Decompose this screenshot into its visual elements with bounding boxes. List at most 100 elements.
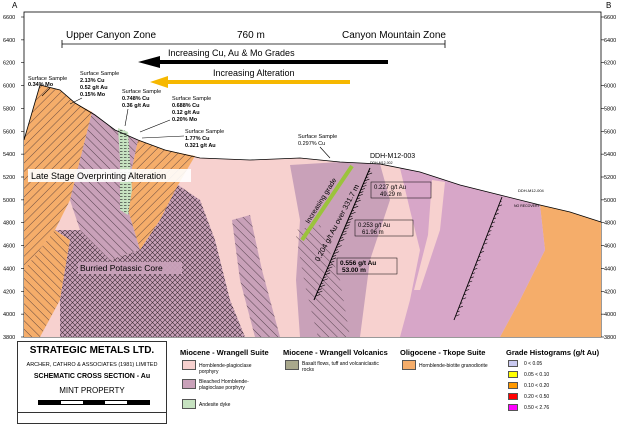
distance-label: 760 m <box>237 30 265 41</box>
scale-bar <box>38 400 150 405</box>
legend-grade-label: 0.50 < 2.76 <box>524 405 550 411</box>
histogram-bar <box>356 197 361 200</box>
elevation-tick-label: 6200 <box>604 61 616 67</box>
elevation-tick-label: 4000 <box>604 312 616 318</box>
histogram-bar <box>347 218 353 221</box>
sample6-line1: 0.297% Cu <box>298 141 325 147</box>
histogram-bar <box>477 259 481 262</box>
histogram-bar <box>342 230 347 233</box>
histogram-bar <box>364 178 370 182</box>
legend-item-basalt: Basalt flows, tuff and volcaniclastic ro… <box>302 361 379 373</box>
granodiorite-hatch-lower-left <box>24 230 70 337</box>
intercept2-length: 61.96 m <box>362 230 384 236</box>
topography-line <box>23 84 602 223</box>
title-block: STRATEGIC METALS LTD. ARCHER, CATHRO & A… <box>17 341 167 424</box>
legend-grade-label: 0.10 < 0.20 <box>524 383 550 389</box>
potassic-label: Burried Potassic Core <box>80 263 163 273</box>
histogram-bar <box>332 254 337 257</box>
histogram-bar <box>481 247 484 249</box>
elevation-tick-label: 6000 <box>3 84 15 90</box>
drill-hole-right-label: DDH-M12-004 <box>518 188 545 193</box>
zone-label-left: Upper Canyon Zone <box>66 30 156 41</box>
legend-item-porphyry: Hornblende-plagioclase porphyry <box>199 363 252 375</box>
section-label-a: A <box>12 1 18 10</box>
histogram-bar <box>488 230 492 232</box>
consultant-name: ARCHER, CATHRO & ASSOCIATES (1981) LIMIT… <box>26 362 158 368</box>
sample5-line1: 1.77% Cu <box>185 136 209 142</box>
sample2-line2: 0.52 g/t Au <box>80 85 108 91</box>
histogram-bar <box>339 237 344 239</box>
legend-suite1-heading: Miocene - Wrangell Suite <box>180 348 269 357</box>
granodiorite-hatch-mid <box>125 140 195 250</box>
elevation-tick-label: 5800 <box>604 106 616 112</box>
sample4-leader <box>139 119 171 133</box>
legend-grade-label: 0.20 < 0.50 <box>524 394 550 400</box>
elevation-tick-label: 5000 <box>3 198 15 204</box>
legend-swatch-porphyry <box>182 360 196 370</box>
grade-histogram-main <box>315 170 373 297</box>
legend-grade-swatch <box>508 382 518 389</box>
histogram-bar <box>338 239 345 242</box>
intercept2-grade: 0.253 g/t Au <box>358 223 390 229</box>
histogram-bar <box>326 270 330 273</box>
elevation-tick-label: 4800 <box>3 221 15 227</box>
histogram-bar <box>498 204 503 207</box>
sample6-leader <box>319 146 331 159</box>
zone-label-right: Canyon Mountain Zone <box>342 30 446 41</box>
histogram-bar <box>455 314 460 317</box>
sample4-line1: 0.688% Cu <box>172 103 200 109</box>
alteration-arrow <box>150 76 350 88</box>
legend-grade-swatch <box>508 360 518 367</box>
legend-grade-swatch <box>508 393 518 400</box>
elevation-tick-label: 4600 <box>604 244 616 250</box>
sample4-line3: 0.20% Mo <box>172 117 198 123</box>
granodiorite-unit-right <box>500 205 601 337</box>
elevation-tick-label: 5400 <box>604 152 616 158</box>
histogram-bar <box>457 310 460 313</box>
histogram-bar <box>319 284 326 288</box>
intercept1-grade: 0.227 g/t Au <box>374 185 406 191</box>
histogram-bar <box>345 224 350 227</box>
histogram-bar <box>460 302 463 304</box>
legend-grade-heading: Grade Histograms (g/t Au) <box>506 348 600 357</box>
histogram-bar <box>495 213 499 215</box>
elevation-tick-label: 4400 <box>604 266 616 272</box>
histogram-bar <box>365 176 369 179</box>
title-block-divider <box>18 412 166 413</box>
histogram-bar <box>470 276 474 279</box>
elevation-tick-label: 5600 <box>604 129 616 135</box>
elevation-tick-label: 4600 <box>3 244 15 250</box>
legend-grade-label: 0.05 < 0.10 <box>524 372 550 378</box>
late-stage-label-bg <box>28 169 191 182</box>
histogram-bar <box>362 182 367 185</box>
histogram-bar <box>493 217 497 220</box>
histogram-bar <box>329 260 335 264</box>
legend-swatch-basalt <box>285 360 299 370</box>
histogram-bar <box>496 209 499 211</box>
elevation-tick-label: 6400 <box>3 38 15 44</box>
company-name: STRATEGIC METALS LTD. <box>29 345 155 356</box>
sample2-title: Surface Sample <box>80 71 119 77</box>
intercept2-box <box>354 219 414 237</box>
histogram-bar <box>331 257 337 260</box>
histogram-bar <box>328 263 334 267</box>
intercept3-box <box>336 257 398 275</box>
sample2-leader <box>69 97 83 105</box>
legend-item-andesite: Andesite dyke <box>199 402 231 408</box>
histogram-bar <box>320 282 324 285</box>
elevation-tick-label: 4000 <box>3 312 15 318</box>
histogram-bar <box>352 205 359 209</box>
histogram-bar <box>322 278 328 282</box>
legend-grade-swatch <box>508 371 518 378</box>
grade-arrow <box>138 56 388 68</box>
legend-suite3-heading: Oligocene - Tkope Suite <box>400 348 486 357</box>
drill-hole-right-sublabel: NO RECOVERY <box>514 204 540 208</box>
histogram-bar <box>467 285 471 287</box>
elevation-tick-label: 5600 <box>3 129 15 135</box>
section-label-b: B <box>606 1 611 10</box>
elevation-tick-label: 6400 <box>604 38 616 44</box>
histogram-bar <box>348 215 353 218</box>
elevation-tick-label: 4800 <box>604 221 616 227</box>
grade-histogram-right <box>455 201 503 317</box>
histogram-bar <box>351 210 355 212</box>
